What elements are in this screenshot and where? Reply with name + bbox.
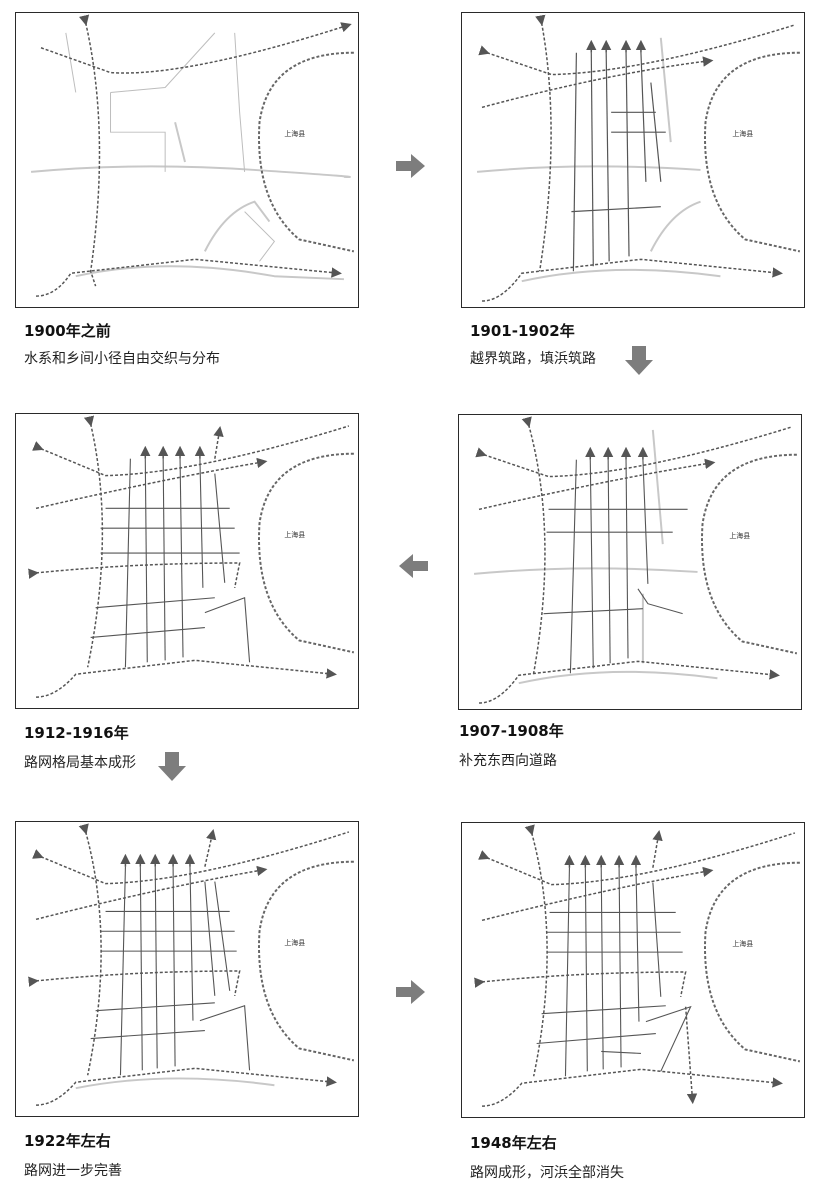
county-label: 上海县 xyxy=(284,129,305,138)
map-1922: 上海县 xyxy=(28,823,355,1106)
map-1948: 上海县 xyxy=(474,824,801,1107)
map-1901: 上海县 xyxy=(476,14,801,302)
arrow-right-icon xyxy=(396,980,425,1004)
desc-1912: 路网格局基本成形 xyxy=(24,755,136,771)
arrow-right-icon xyxy=(396,154,425,178)
year-1901: 1901-1902年 xyxy=(470,322,575,340)
arrow-left-icon xyxy=(399,554,428,578)
desc-1901: 越界筑路，填浜筑路 xyxy=(470,351,596,367)
map-panel-1901: 上海县 xyxy=(461,12,805,308)
county-label: 上海县 xyxy=(729,531,750,540)
year-1922: 1922年左右 xyxy=(24,1132,111,1150)
desc-1922: 路网进一步完善 xyxy=(24,1163,122,1179)
year-1900: 1900年之前 xyxy=(24,322,111,340)
map-panel-1948: 上海县 xyxy=(461,822,805,1118)
year-1948: 1948年左右 xyxy=(470,1134,557,1152)
county-label: 上海县 xyxy=(284,938,305,947)
map-panel-1900: 上海县 xyxy=(15,12,359,308)
county-label: 上海县 xyxy=(284,530,305,539)
desc-1907: 补充东西向道路 xyxy=(459,753,557,769)
map-panel-1922: 上海县 xyxy=(15,821,359,1117)
year-1907: 1907-1908年 xyxy=(459,722,564,740)
map-panel-1912: 上海县 xyxy=(15,413,359,709)
arrow-down-icon xyxy=(625,346,653,375)
map-panel-1907: 上海县 xyxy=(458,414,802,710)
desc-1900: 水系和乡间小径自由交织与分布 xyxy=(24,351,220,367)
year-1912: 1912-1916年 xyxy=(24,724,129,742)
county-label: 上海县 xyxy=(732,129,753,138)
map-1907: 上海县 xyxy=(473,416,798,704)
map-1900: 上海县 xyxy=(30,14,355,297)
county-label: 上海县 xyxy=(732,939,753,948)
arrow-down-icon xyxy=(158,752,186,781)
map-1912: 上海县 xyxy=(28,415,355,698)
desc-1948: 路网成形，河浜全部消失 xyxy=(470,1165,624,1181)
